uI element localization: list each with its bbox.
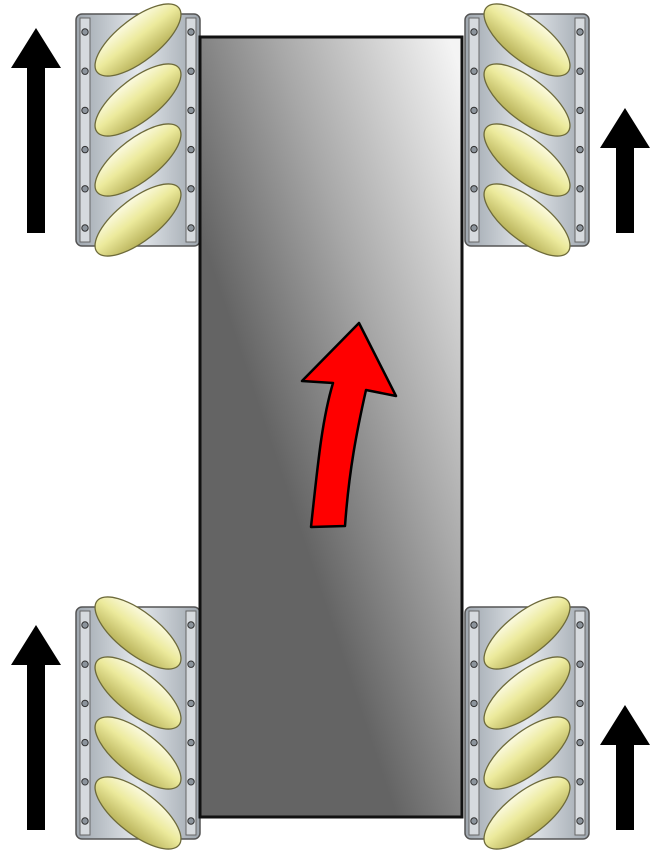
bolt-icon [187, 699, 195, 708]
bolt-icon [81, 28, 89, 36]
bolt-icon [470, 778, 478, 786]
bolt-icon [470, 106, 478, 115]
wheel-side-plate [574, 17, 586, 243]
wheel-rear-left [75, 596, 201, 850]
wheel-direction-arrow-icon [600, 705, 650, 830]
wheel-direction-arrow-icon [600, 108, 650, 233]
bolt-icon [470, 224, 478, 232]
wheel-front-right [464, 3, 590, 257]
bolt-icon [187, 224, 195, 232]
wheel-side-plate [79, 610, 91, 836]
bolt-icon [187, 621, 195, 629]
wheel-roller [483, 776, 571, 850]
bolt-icon [81, 778, 89, 786]
wheel-direction-arrow-icon [11, 28, 61, 233]
bolt-icon [576, 621, 584, 629]
wheel-side-plate [185, 17, 197, 243]
wheel-roller [94, 123, 182, 197]
bolt-icon [470, 621, 478, 629]
bolt-icon [576, 660, 584, 668]
bolt-icon [187, 778, 195, 786]
wheel-side-plate [185, 610, 197, 836]
bolt-icon [187, 28, 195, 36]
wheel-side-plate [574, 610, 586, 836]
wheel-side-plate [468, 610, 480, 836]
bolt-icon [470, 738, 478, 747]
wheel-roller [483, 123, 571, 197]
bolt-icon [576, 224, 584, 232]
bolt-icon [187, 106, 195, 115]
bolt-icon [81, 145, 89, 154]
bolt-icon [576, 106, 584, 115]
bolt-icon [470, 185, 478, 193]
wheel-front-left [75, 3, 201, 257]
bolt-icon [470, 28, 478, 36]
wheel-roller [483, 656, 571, 730]
bolt-icon [576, 817, 584, 825]
bolt-icon [187, 185, 195, 193]
wheel-side-plate [468, 17, 480, 243]
bolt-icon [576, 738, 584, 747]
wheel-roller [483, 183, 571, 257]
wheel-roller [94, 3, 182, 77]
bolt-icon [576, 185, 584, 193]
wheel-roller [94, 776, 182, 850]
wheel-roller [483, 716, 571, 790]
wheel-roller [483, 3, 571, 77]
bolt-icon [187, 660, 195, 668]
bolt-icon [81, 817, 89, 825]
bolt-icon [470, 145, 478, 154]
bolt-icon [81, 699, 89, 708]
wheel-roller [94, 183, 182, 257]
bolt-icon [470, 817, 478, 825]
bolt-icon [81, 106, 89, 115]
bolt-icon [576, 28, 584, 36]
bolt-icon [576, 67, 584, 75]
wheel-roller [94, 63, 182, 137]
bolt-icon [187, 67, 195, 75]
bolt-icon [81, 224, 89, 232]
wheel-roller [94, 716, 182, 790]
bolt-icon [187, 738, 195, 747]
bolt-icon [81, 738, 89, 747]
curved-motion-arrow-icon [300, 321, 398, 529]
bolt-icon [470, 699, 478, 708]
wheel-roller [483, 63, 571, 137]
bolt-icon [81, 660, 89, 668]
wheel-side-plate [79, 17, 91, 243]
bolt-icon [187, 817, 195, 825]
wheel-roller [94, 656, 182, 730]
bolt-icon [81, 185, 89, 193]
bolt-icon [576, 778, 584, 786]
wheel-direction-arrow-icon [11, 625, 61, 830]
bolt-icon [470, 67, 478, 75]
bolt-icon [187, 145, 195, 154]
bolt-icon [470, 660, 478, 668]
wheel-rear-right [464, 596, 590, 850]
wheel-roller [483, 596, 571, 670]
bolt-icon [576, 145, 584, 154]
bolt-icon [81, 621, 89, 629]
wheel-roller [94, 596, 182, 670]
bolt-icon [576, 699, 584, 708]
bolt-icon [81, 67, 89, 75]
